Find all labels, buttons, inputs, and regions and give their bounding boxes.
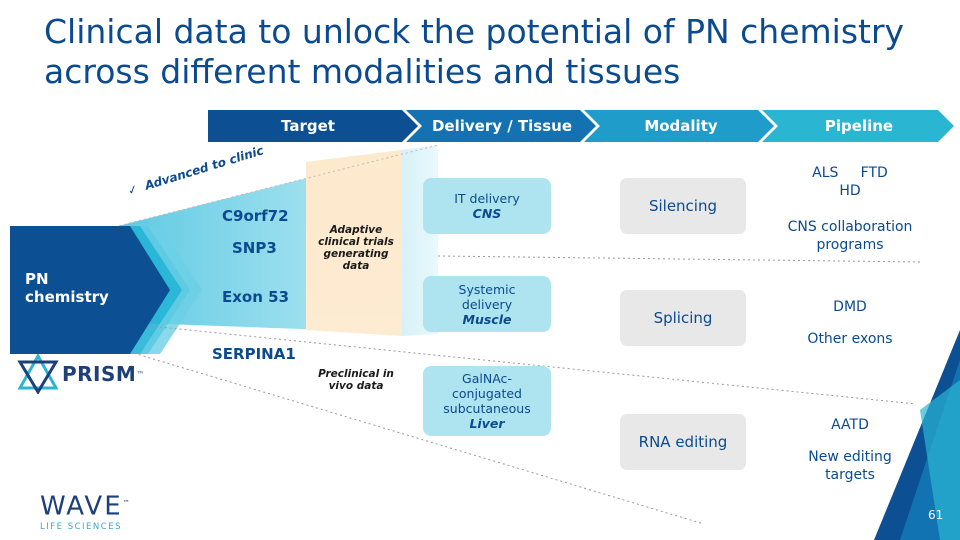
pipeline-new-editing: New editing targets (808, 449, 892, 483)
header-step-delivery: Delivery / Tissue (431, 117, 573, 135)
wave-logo-trademark: ™ (122, 499, 130, 507)
funnel-chevron-1 (120, 226, 190, 354)
header-step-modality: Modality (644, 117, 718, 135)
header-step-pipeline: Pipeline (824, 117, 894, 135)
prism-logo-text: PRISM (62, 362, 137, 386)
corner-triangle-light (920, 380, 960, 540)
modality-silencing: Silencing (620, 178, 746, 234)
delivery-box-liver: GalNAc-conjugated subcutaneous Liver (423, 366, 551, 436)
slide-title: Clinical data to unlock the potential of… (44, 12, 905, 91)
target-c9orf72: C9orf72 (222, 207, 289, 225)
prism-logo-icon (17, 354, 59, 394)
pipeline-silencing: ALS FTD HD CNS collaboration programs (780, 164, 920, 254)
wave-logo-subtitle: LIFE SCIENCES (40, 521, 122, 532)
pipeline-als-ftd: ALS FTD (812, 165, 888, 181)
header-arrow-pipeline-shape (762, 110, 954, 142)
target-snp3: SNP3 (232, 239, 277, 257)
delivery-method: Systemic delivery (458, 281, 516, 312)
pipeline-aatd: AATD (831, 417, 869, 433)
pipeline-editing: AATD New editing targets (780, 416, 920, 484)
divider-splicing (109, 321, 917, 405)
divider-silencing (437, 255, 921, 263)
delivery-tissue: Liver (469, 416, 505, 431)
divider-top (109, 144, 439, 229)
page-number: 61 (928, 508, 944, 522)
header-arrow-delivery-shape (406, 110, 596, 142)
target-serpina1: SERPINA1 (212, 345, 296, 363)
pipeline-other-exons: Other exons (807, 331, 893, 347)
pn-chemistry-label: PN chemistry (25, 270, 109, 306)
modality-splicing: Splicing (620, 290, 746, 346)
wave-logo-text: WAVE™ (40, 491, 130, 522)
header-arrow-target-shape (208, 110, 418, 142)
delivery-box-muscle: Systemic delivery Muscle (423, 276, 551, 332)
adaptive-trials-text: Adaptive clinical trials generating data (318, 224, 394, 272)
pn-chemistry-box (10, 226, 170, 354)
delivery-tissue: Muscle (462, 311, 512, 327)
delivery-box-cns: IT delivery CNS (423, 178, 551, 234)
prism-logo-trademark: ™ (136, 369, 145, 379)
pipeline-splicing: DMD Other exons (780, 298, 920, 348)
pipeline-cns-collab: CNS collaboration programs (787, 219, 913, 253)
target-exon53: Exon 53 (222, 288, 290, 306)
wave-logo: WAVE™ LIFE SCIENCES (40, 490, 130, 532)
modality-rna-editing: RNA editing (620, 414, 746, 470)
pipeline-hd: HD (839, 183, 861, 199)
divider-bottom (109, 345, 705, 525)
header-arrow-modality-shape (584, 110, 774, 142)
trial-band (306, 150, 402, 336)
preclinical-data-text: Preclinical in vivo data (318, 368, 394, 392)
delivery-tissue: CNS (472, 206, 502, 221)
prism-logo: PRISM ™ (16, 354, 144, 394)
pipeline-dmd: DMD (833, 299, 867, 315)
delivery-method: GalNAc-conjugated subcutaneous (443, 371, 531, 416)
header-step-target: Target (281, 117, 335, 135)
delivery-method: IT delivery (454, 191, 520, 206)
